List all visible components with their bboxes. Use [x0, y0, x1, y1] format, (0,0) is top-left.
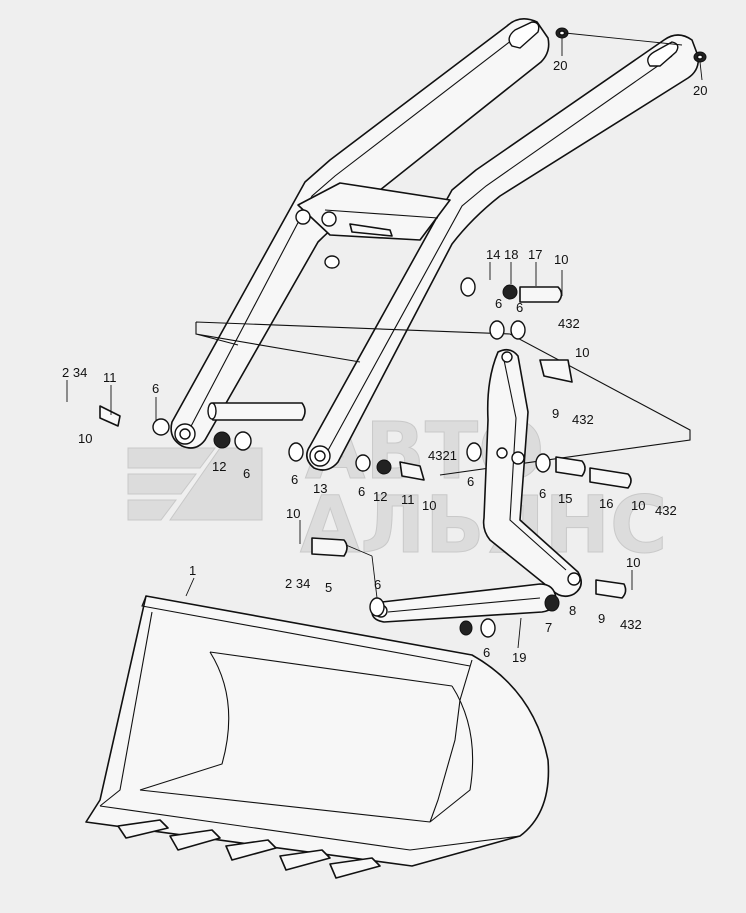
- callout-6-e: 6: [291, 472, 298, 487]
- callout-5: 5: [325, 580, 332, 595]
- callout-7: 7: [545, 620, 552, 635]
- bucket: [85, 595, 550, 879]
- callout-15: 15: [558, 491, 572, 506]
- callout-6-g: 6: [467, 474, 474, 489]
- callout-6-j: 6: [483, 645, 490, 660]
- callout-10-f: 10: [286, 506, 300, 521]
- leader-lines: [66, 32, 703, 649]
- callout-6-d: 6: [243, 466, 250, 481]
- callout-10-b: 10: [575, 345, 589, 360]
- callout-6-h: 6: [539, 486, 546, 501]
- callout-20-b: 20: [693, 83, 707, 98]
- tilt-link: [371, 583, 557, 623]
- callout-16: 16: [599, 496, 613, 511]
- callout-10-e: 10: [631, 498, 645, 513]
- reference-plane: [195, 321, 691, 476]
- callout-10-a: 10: [554, 252, 568, 267]
- cross-tube: [209, 402, 306, 421]
- watermark-line2: АЛЬЯНС: [300, 481, 667, 571]
- cross-beam: [297, 182, 451, 241]
- callout-13: 13: [313, 481, 327, 496]
- callout-10-d: 10: [422, 498, 436, 513]
- callout-4321: 4321: [428, 448, 457, 463]
- callout-9-b: 9: [598, 611, 605, 626]
- callout-labels: 20 20 14 18 17 10 6 432 6 10 9 432 2 34 …: [62, 58, 707, 665]
- boom-arms: [170, 18, 700, 471]
- callout-432-c: 432: [655, 503, 677, 518]
- callout-6-a: 6: [495, 296, 502, 311]
- watermark-logo: [127, 447, 263, 521]
- callout-14: 14: [486, 247, 500, 262]
- callout-8: 8: [569, 603, 576, 618]
- right-boom-arm: [306, 34, 700, 471]
- callout-10-c: 10: [78, 431, 92, 446]
- callout-432-b: 432: [572, 412, 594, 427]
- callout-12-b: 12: [373, 489, 387, 504]
- callout-18: 18: [504, 247, 518, 262]
- callout-6-b: 6: [516, 300, 523, 315]
- callout-17: 17: [528, 247, 542, 262]
- callout-234-b: 2 34: [285, 576, 310, 591]
- callout-6-i: 6: [374, 577, 381, 592]
- callout-6-f: 6: [358, 484, 365, 499]
- bell-crank: [482, 348, 582, 598]
- bucket-teeth: [117, 819, 381, 879]
- callout-11-b: 11: [401, 492, 415, 507]
- callout-6-c: 6: [152, 381, 159, 396]
- callout-19: 19: [512, 650, 526, 665]
- callout-12-a: 12: [212, 459, 226, 474]
- callout-1: 1: [189, 563, 196, 578]
- callout-234-a: 2 34: [62, 365, 87, 380]
- callout-10-g: 10: [626, 555, 640, 570]
- callout-20-a: 20: [553, 58, 567, 73]
- callout-432-a: 432: [558, 316, 580, 331]
- callout-432-d: 432: [620, 617, 642, 632]
- small-parts: [99, 27, 707, 638]
- callout-11-a: 11: [103, 370, 117, 385]
- callout-9-a: 9: [552, 406, 559, 421]
